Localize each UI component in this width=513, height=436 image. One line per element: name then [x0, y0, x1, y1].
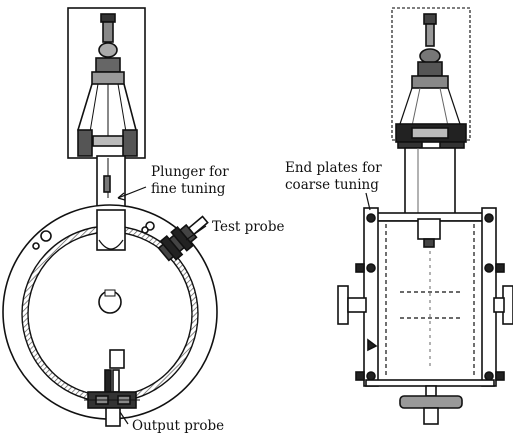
output-probe: [84, 349, 140, 427]
side-port-right: [493, 285, 513, 325]
end-plates-leader: [365, 192, 371, 211]
end-plate-right: [481, 207, 497, 387]
plunger-leader: [117, 186, 147, 199]
end-plate-left: [363, 207, 379, 387]
right-view: [337, 7, 513, 425]
end-plates-label-line1: End plates for: [285, 160, 382, 176]
test-probe-leader: [185, 225, 207, 241]
end-plate-bolts: [355, 213, 505, 381]
right-plunger-housing: [391, 7, 471, 149]
plunger-label-line1: Plunger for: [151, 164, 229, 180]
plunger-label-line2: fine tuning: [151, 181, 226, 197]
right-plunger-tube: [404, 147, 456, 215]
output-probe-leader: [119, 411, 129, 425]
right-output-probe: [399, 385, 463, 425]
end-plates-label-line2: coarse tuning: [285, 177, 379, 193]
test-probe-label: Test probe: [212, 219, 284, 235]
side-port-left: [337, 285, 367, 325]
plunger-housing: [67, 7, 146, 159]
bottom-tie-rod: [365, 379, 495, 387]
top-center-probe: [417, 218, 441, 240]
bolt-hole: [40, 230, 52, 242]
output-probe-label: Output probe: [132, 418, 224, 434]
test-probe: [157, 215, 209, 262]
left-view: [2, 7, 218, 427]
